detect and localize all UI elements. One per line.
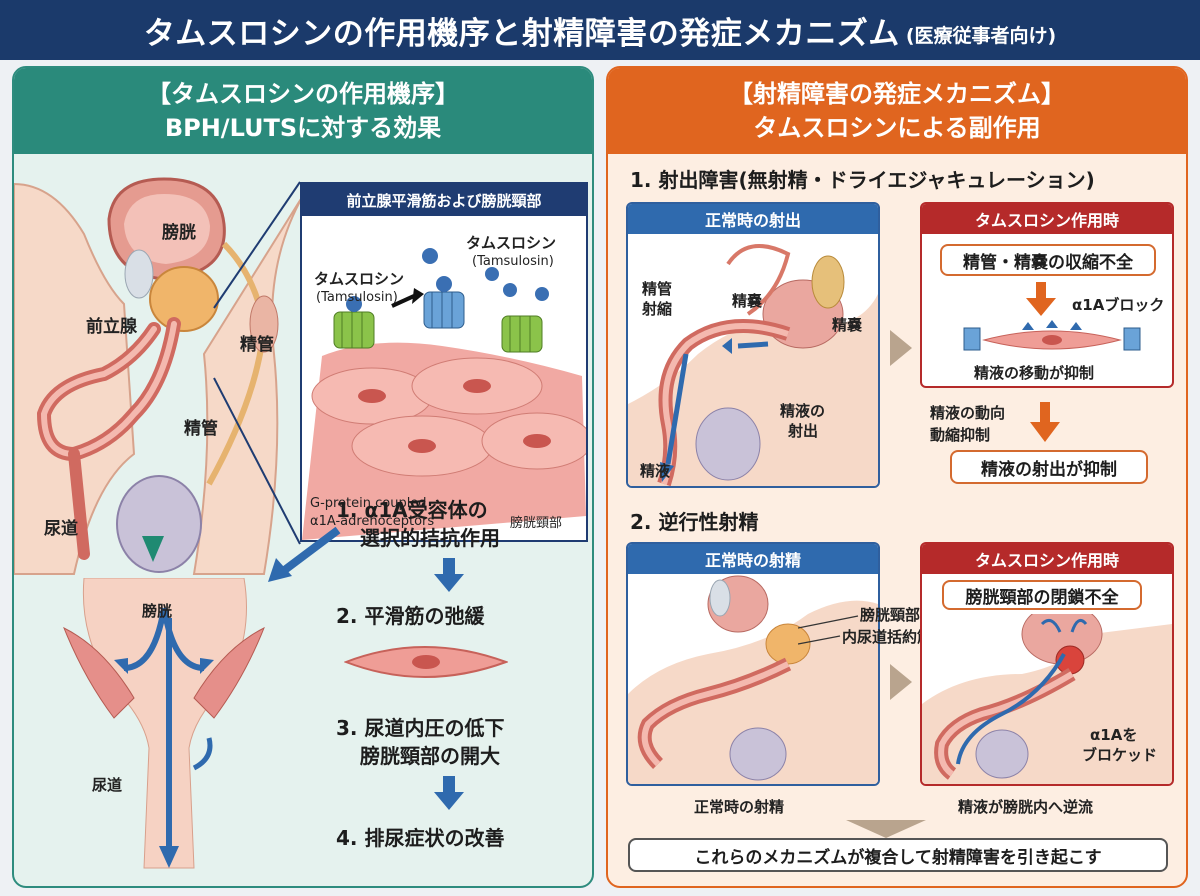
step1-line2: 選択的拮抗作用 xyxy=(360,526,500,550)
lower-label-urethra: 尿道 xyxy=(92,776,123,794)
chevron-right-icon xyxy=(890,330,912,366)
retrograde-illustration xyxy=(922,614,1172,784)
section2-title: 2. 逆行性射精 xyxy=(630,510,759,534)
step2: 2. 平滑筋の弛緩 xyxy=(336,604,485,628)
dynamics-line1: 精液の動向 xyxy=(930,404,1006,422)
label-seminal-vesicle-center: 精嚢 xyxy=(732,292,763,310)
step-arrow-icon xyxy=(434,558,464,592)
smooth-muscle-illustration xyxy=(302,248,586,540)
movement-suppressed: 精液の移動が抑制 xyxy=(974,364,1095,382)
inset-bladder-neck: 膀胱頸部 xyxy=(510,516,563,531)
urethra-illustration xyxy=(63,578,265,869)
page-subtitle: (医療従事者向け) xyxy=(905,24,1057,47)
inset-receptor-line2: α1A-adrenoceptors xyxy=(310,514,435,529)
label-prostate: 前立腺 xyxy=(86,317,137,337)
step4: 4. 排尿症状の改善 xyxy=(336,826,505,850)
ejection-suppressed-badge: 精液の射出が抑制 xyxy=(950,450,1148,484)
section1-title: 1. 射出障害(無射精・ドライエジャキュレーション) xyxy=(630,168,1095,192)
step1-line1: 1. α1A受容体の xyxy=(336,498,488,522)
prostate-shape xyxy=(149,266,219,332)
label-urethra: 尿道 xyxy=(44,519,78,539)
drug-effect-box-1: タムスロシン作用時 精管・精嚢の収縮不全 α1Aブロック 精液の移動が抑制 xyxy=(920,202,1174,388)
dynamics-line2: 動縮抑制 xyxy=(930,426,991,444)
title-bar: タムスロシンの作用機序と射精障害の発症メカニズム (医療従事者向け) xyxy=(0,0,1200,60)
normal-ejection-illustration xyxy=(628,244,878,486)
down-arrow-icon xyxy=(142,536,164,562)
diagonal-arrow-icon xyxy=(268,526,341,582)
label-sphincter: 内尿道括約筋 xyxy=(842,628,933,646)
side-effect-heading: 【射精障害の発症メカニズム】 xyxy=(729,80,1065,108)
conclusion-box: これらのメカニズムが複合して射精障害を引き起こす xyxy=(628,838,1168,872)
label-seminal-vesicle-right: 精嚢 xyxy=(832,316,863,334)
label-vas-line1: 精管 xyxy=(642,280,673,298)
label-vas-line2: 射縮 xyxy=(642,300,673,318)
label-a1a-line1: α1Aを xyxy=(1090,726,1138,744)
normal-ejaculation-header: 正常時の射精 xyxy=(628,544,878,574)
normal-ejection-box: 正常時の射出 精管 射縮 精嚢 精嚢 精液の 射出 精液 xyxy=(626,202,880,488)
mechanism-panel-header: 【タムスロシンの作用機序】 BPH/LUTSに対する効果 xyxy=(14,68,592,154)
alpha-block-label: α1Aブロック xyxy=(1072,296,1165,314)
closure-failure-badge: 膀胱頸部の閉鎖不全 xyxy=(942,580,1142,610)
inset-receptor-line1: G-protein coupled xyxy=(310,496,427,511)
label-vas-deferens-upper: 精管 xyxy=(240,335,274,355)
mechanism-heading: 【タムスロシンの作用機序】 xyxy=(147,80,459,108)
inset-drug2-name: タムスロシン xyxy=(466,234,557,252)
caption-retrograde: 精液が膀胱内へ逆流 xyxy=(958,798,1094,816)
label-ejaculation-line2: 射出 xyxy=(788,422,819,440)
label-bladder-neck: 膀胱頸部 xyxy=(860,606,921,624)
zoom-lines xyxy=(213,181,301,545)
drug-effect-header-2: タムスロシン作用時 xyxy=(922,544,1172,574)
drug-effect-header-1: タムスロシン作用時 xyxy=(922,204,1172,234)
receptor-green-left xyxy=(333,311,375,349)
drug-effect-box-2: タムスロシン作用時 膀胱頸部の閉鎖不全 α1Aを ブロケッド xyxy=(920,542,1174,786)
label-a1a-line2: ブロケッド xyxy=(1082,746,1158,764)
relaxed-muscle-cell xyxy=(344,646,508,678)
merge-arrow-icon xyxy=(846,820,926,838)
blocked-muscle-cell xyxy=(963,320,1141,351)
side-effect-subheading: タムスロシンによる副作用 xyxy=(753,114,1041,142)
step-arrow-icon xyxy=(434,776,464,810)
testis-shape xyxy=(116,475,202,573)
inset-drug2-en: (Tamsulosin) xyxy=(472,254,554,269)
receptor-blue-blocked xyxy=(423,291,465,329)
inset-drug1-en: (Tamsulosin) xyxy=(316,290,398,305)
mechanism-panel: 【タムスロシンの作用機序】 BPH/LUTSに対する効果 膀胱 前立腺 精管 精… xyxy=(12,66,594,888)
chevron-right-icon xyxy=(890,664,912,700)
inset-drug1-name: タムスロシン xyxy=(314,270,405,288)
insufficient-contraction-badge: 精管・精嚢の収縮不全 xyxy=(940,244,1156,276)
side-effect-panel: 【射精障害の発症メカニズム】 タムスロシンによる副作用 1. 射出障害(無射精・… xyxy=(606,66,1188,888)
orange-down-arrow-icon xyxy=(1026,282,1056,316)
side-effect-panel-header: 【射精障害の発症メカニズム】 タムスロシンによる副作用 xyxy=(608,68,1186,154)
label-semen: 精液 xyxy=(640,462,671,480)
receptor-green-right xyxy=(501,315,543,353)
inset-title: 前立腺平滑筋および膀胱頸部 xyxy=(302,184,586,216)
male-pelvis-illustration xyxy=(14,177,304,575)
normal-ejection-header: 正常時の射出 xyxy=(628,204,878,234)
label-ejaculation-line1: 精液の xyxy=(780,402,826,420)
normal-ejaculation-illustration xyxy=(628,575,878,784)
label-vas-deferens-lower: 精管 xyxy=(184,419,218,439)
step3-line1: 3. 尿道内圧の低下 xyxy=(336,716,505,740)
caption-normal-ejaculation: 正常時の射精 xyxy=(694,798,785,816)
receptor-inset: 前立腺平滑筋および膀胱頸部 xyxy=(300,182,588,542)
normal-ejaculation-box: 正常時の射精 xyxy=(626,542,880,786)
step3-line2: 膀胱頸部の開大 xyxy=(360,744,500,768)
orange-down-arrow-icon xyxy=(1030,402,1060,442)
page-title: タムスロシンの作用機序と射精障害の発症メカニズム xyxy=(143,15,900,52)
mechanism-subheading: BPH/LUTSに対する効果 xyxy=(164,114,442,142)
label-bladder: 膀胱 xyxy=(162,223,196,243)
lower-label-bladder: 膀胱 xyxy=(142,602,173,620)
